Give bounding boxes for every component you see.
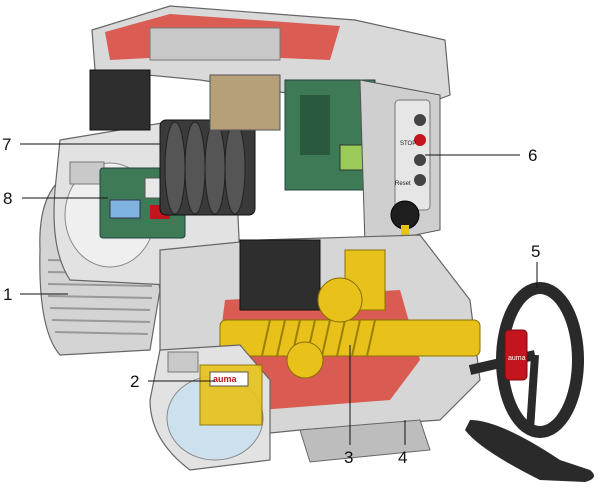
- callout-numbers: 7 6 8 1 2 3 4 5: [2, 135, 540, 467]
- callout-3: 3: [344, 448, 353, 467]
- callout-4: 4: [398, 448, 407, 467]
- callout-1: 1: [3, 285, 12, 304]
- output-drive-column: [239, 239, 386, 311]
- handwheel: auma: [465, 282, 594, 482]
- callout-7: 7: [2, 135, 11, 154]
- local-controls-panel: STOP Reset: [359, 79, 441, 255]
- callout-2: 2: [130, 372, 139, 391]
- callout-8: 8: [3, 189, 12, 208]
- gear-train-stack: [159, 119, 256, 216]
- brand-mark-handle: auma: [508, 355, 526, 362]
- lower-switch-housing: auma: [149, 344, 271, 471]
- electronics-bay: [89, 69, 376, 191]
- reset-label: Reset: [395, 181, 411, 187]
- worm-shaft: [219, 277, 481, 379]
- output-flange: [299, 419, 431, 463]
- callout-6: 6: [528, 146, 537, 165]
- callout-5: 5: [531, 242, 540, 261]
- brand-mark-lower: auma: [213, 374, 238, 384]
- leader-lines: [20, 143, 538, 445]
- stop-label: STOP: [400, 141, 416, 147]
